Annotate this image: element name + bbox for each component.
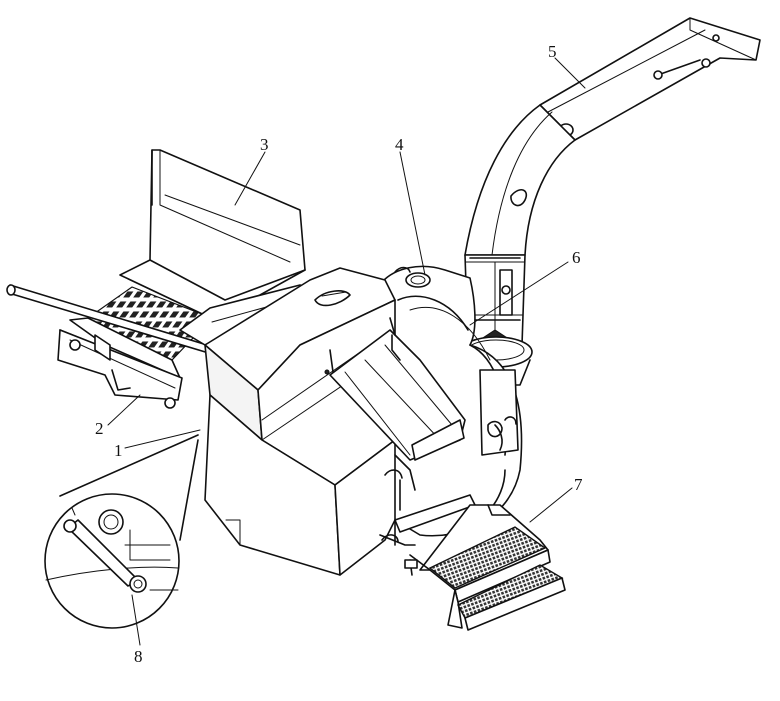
detail-magnifier (44, 434, 199, 629)
leader-lines (107, 57, 586, 646)
callout-1: 1 (114, 441, 123, 460)
step-platform (404, 504, 566, 631)
main-housing (204, 267, 396, 576)
callout-3: 3 (260, 135, 269, 154)
callout-2: 2 (95, 419, 104, 438)
callout-7: 7 (574, 475, 583, 494)
housing-flaps (329, 317, 466, 461)
lower-duct (479, 369, 519, 456)
discharge-chute (539, 17, 761, 141)
callout-5: 5 (548, 42, 557, 61)
callout-6: 6 (572, 248, 581, 267)
callout-labels: 1 2 3 4 5 6 7 8 (95, 42, 583, 666)
callout-4: 4 (395, 135, 404, 154)
chute-elbow (464, 104, 576, 256)
infeed-hopper (119, 149, 306, 321)
callout-8: 8 (134, 647, 143, 666)
housing-latches (379, 424, 503, 546)
